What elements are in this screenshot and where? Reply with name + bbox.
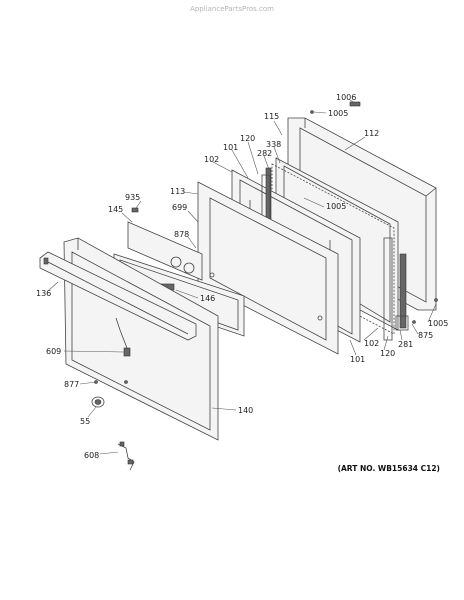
door-vent <box>127 221 203 281</box>
callout-112: 112 <box>364 129 379 138</box>
callout-145: 145 <box>108 205 123 214</box>
door-handle <box>39 251 197 341</box>
watermark-text: AppliancePartsPros.com <box>190 5 274 13</box>
art-number: (ART NO. WB15634 C12) <box>338 464 440 473</box>
callout-labels: 1006 1005 115 112 338 120 101 282 102 11… <box>36 93 448 460</box>
callout-55: 55 <box>80 417 90 426</box>
wire-harness <box>117 441 135 471</box>
handle-screw <box>131 207 139 213</box>
callout-282: 282 <box>257 149 272 158</box>
thermostat-knob <box>91 396 105 408</box>
leader-lines <box>47 99 437 455</box>
callout-101-top: 101 <box>223 143 238 152</box>
hinge-right <box>395 253 409 331</box>
callout-120-bottom: 120 <box>380 349 395 358</box>
hinge-support-right <box>383 237 393 341</box>
callout-102-bottom: 102 <box>364 339 379 348</box>
callout-120-top: 120 <box>240 134 255 143</box>
callout-1005-mid: 1005 <box>326 202 346 211</box>
top-screw <box>310 101 361 114</box>
callout-1005-top: 1005 <box>328 109 348 118</box>
callout-699: 699 <box>172 203 187 212</box>
callout-1006: 1006 <box>336 93 356 102</box>
callout-281: 281 <box>398 340 413 349</box>
callout-935: 935 <box>125 193 140 202</box>
callout-140: 140 <box>238 406 253 415</box>
door-liner <box>197 181 339 355</box>
callout-877: 877 <box>64 380 79 389</box>
callout-1005-right: 1005 <box>428 319 448 328</box>
callout-113: 113 <box>170 187 185 196</box>
callout-102-top: 102 <box>204 155 219 164</box>
callout-875: 875 <box>418 331 433 340</box>
callout-609: 609 <box>46 347 61 356</box>
callout-608: 608 <box>84 451 99 460</box>
hinge-screw-right <box>412 298 438 324</box>
callout-878: 878 <box>174 230 189 239</box>
callout-338: 338 <box>266 140 281 149</box>
callout-101-bottom: 101 <box>350 355 365 364</box>
callout-115: 115 <box>264 112 279 121</box>
callout-146: 146 <box>200 294 215 303</box>
callout-136: 136 <box>36 289 51 298</box>
